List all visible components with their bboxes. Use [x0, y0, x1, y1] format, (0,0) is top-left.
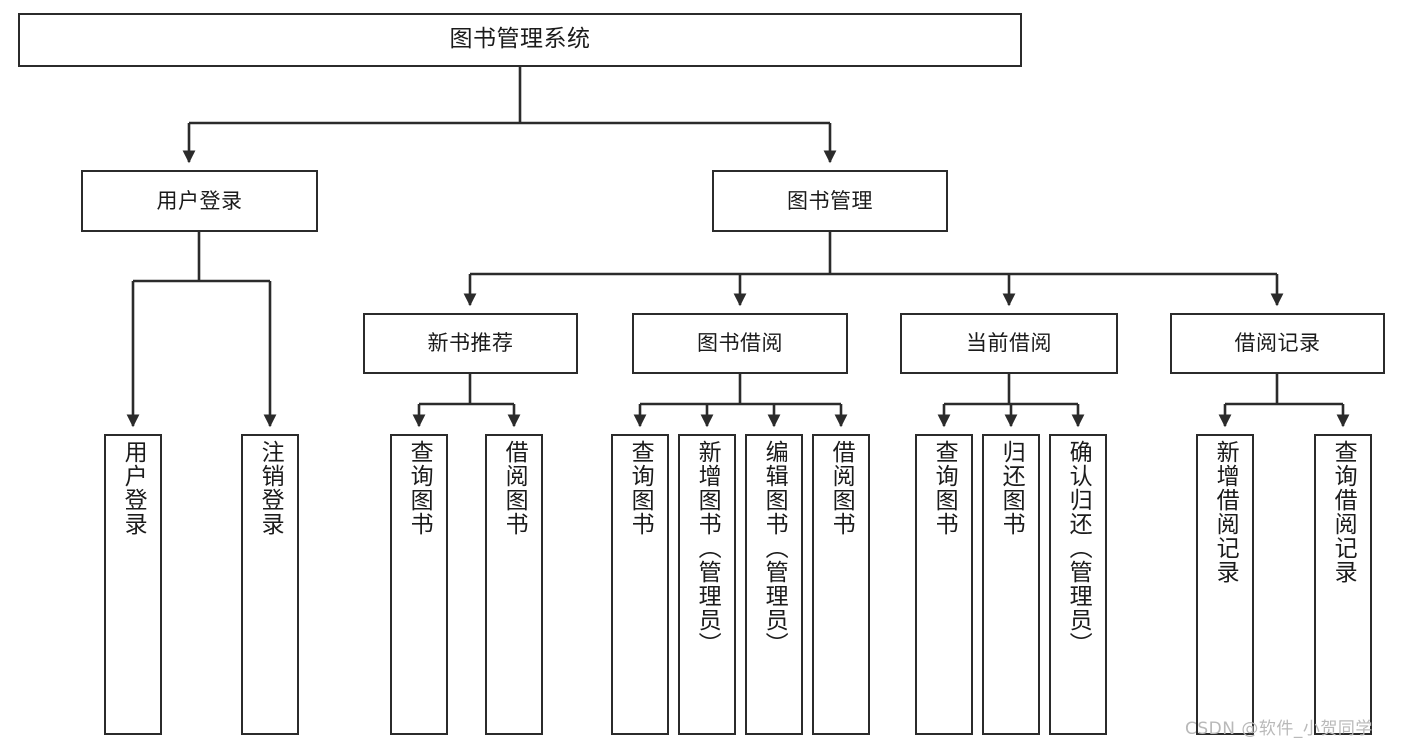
leaf-user-login[interactable]: 用户登录 [104, 434, 162, 735]
node-label: 当前借阅 [966, 331, 1052, 356]
node-label: 查询图书 [931, 440, 958, 536]
node-label: 归还图书 [998, 440, 1025, 536]
leaf-query-book-current[interactable]: 查询图书 [915, 434, 973, 735]
leaf-borrow-book[interactable]: 借阅图书 [812, 434, 870, 735]
node-current-borrow[interactable]: 当前借阅 [900, 313, 1118, 374]
leaf-borrow-book-recommend[interactable]: 借阅图书 [485, 434, 543, 735]
node-label: 确认归还（管理员） [1065, 440, 1092, 656]
node-label: 查询借阅记录 [1330, 440, 1357, 584]
node-label: 查询图书 [406, 440, 433, 536]
node-label: 用户登录 [156, 188, 243, 213]
node-user-login[interactable]: 用户登录 [81, 170, 318, 232]
node-book-manage[interactable]: 图书管理 [712, 170, 948, 232]
node-label: 新书推荐 [427, 331, 514, 356]
node-borrow-record[interactable]: 借阅记录 [1170, 313, 1385, 374]
leaf-query-borrow-record[interactable]: 查询借阅记录 [1314, 434, 1372, 735]
node-root-system[interactable]: 图书管理系统 [18, 13, 1022, 67]
node-label: 图书借阅 [697, 331, 783, 356]
node-label: 编辑图书（管理员） [761, 440, 788, 656]
leaf-query-book-borrow[interactable]: 查询图书 [611, 434, 669, 735]
leaf-query-book-recommend[interactable]: 查询图书 [390, 434, 448, 735]
node-book-borrow[interactable]: 图书借阅 [632, 313, 848, 374]
node-label: 图书管理系统 [449, 26, 591, 53]
leaf-add-borrow-record[interactable]: 新增借阅记录 [1196, 434, 1254, 735]
node-label: 新增借阅记录 [1212, 440, 1239, 584]
leaf-edit-book[interactable]: 编辑图书（管理员） [745, 434, 803, 735]
leaf-add-book[interactable]: 新增图书（管理员） [678, 434, 736, 735]
node-label: 新增图书（管理员） [694, 440, 721, 656]
node-label: 查询图书 [627, 440, 654, 536]
leaf-user-logout[interactable]: 注销登录 [241, 434, 299, 735]
leaf-return-book[interactable]: 归还图书 [982, 434, 1040, 735]
csdn-watermark: CSDN @软件_小贺同学 [1185, 719, 1373, 739]
node-label: 用户登录 [120, 440, 147, 536]
node-label: 借阅记录 [1234, 331, 1321, 356]
node-label: 图书管理 [787, 188, 873, 213]
node-label: 借阅图书 [501, 440, 528, 536]
node-new-book-recommend[interactable]: 新书推荐 [363, 313, 578, 374]
node-label: 借阅图书 [828, 440, 855, 536]
node-label: 注销登录 [257, 440, 284, 536]
leaf-confirm-return[interactable]: 确认归还（管理员） [1049, 434, 1107, 735]
